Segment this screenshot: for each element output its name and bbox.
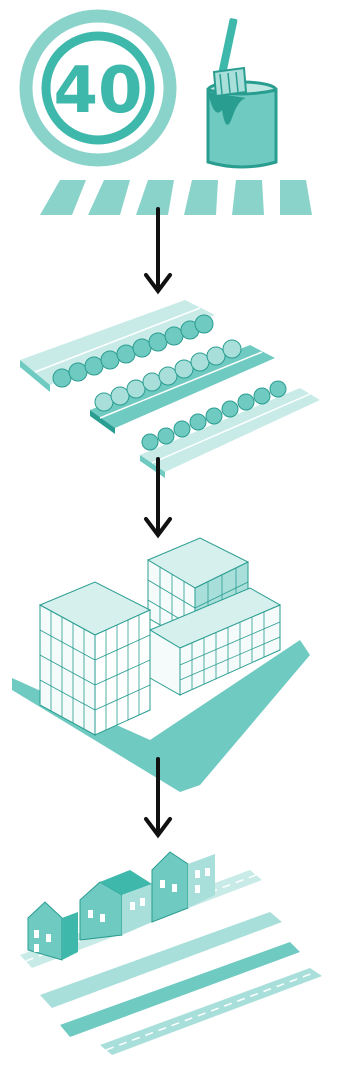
speed-limit-sign-icon: 40: [19, 9, 177, 167]
road-strip-1: [20, 300, 215, 392]
arrow-down-2: [0, 455, 360, 545]
crosswalk-stripes: [40, 180, 312, 215]
stage-houses-streets: [0, 840, 360, 1065]
tree-planted-roads-icon: [20, 300, 320, 478]
stage-tree-roads: [0, 290, 360, 480]
houses-and-streets-icon: [20, 851, 322, 1055]
paint-can-brush-icon: [206, 18, 278, 169]
tree-row-2: [94, 339, 242, 412]
office-buildings-icon: [12, 537, 310, 792]
arrow-down-icon: [144, 457, 172, 539]
speed-paint-illustration: 40: [19, 9, 312, 215]
house-2: [79, 870, 152, 941]
stage-speed-and-paint: 40: [0, 0, 360, 225]
house-3: [151, 851, 215, 923]
stage-office-buildings: [0, 530, 360, 800]
house-1: [27, 901, 78, 961]
arrow-down-3: [0, 755, 360, 845]
tree-row-1: [52, 314, 214, 388]
road-strip-2: [90, 345, 275, 434]
building-tower: [38, 581, 152, 736]
building-low: [148, 587, 282, 696]
tree-row-3: [141, 380, 287, 451]
arrow-down-icon: [144, 757, 172, 839]
arrow-down-1: [0, 205, 360, 300]
arrow-down-icon: [144, 207, 172, 295]
speed-value: 40: [53, 54, 142, 128]
